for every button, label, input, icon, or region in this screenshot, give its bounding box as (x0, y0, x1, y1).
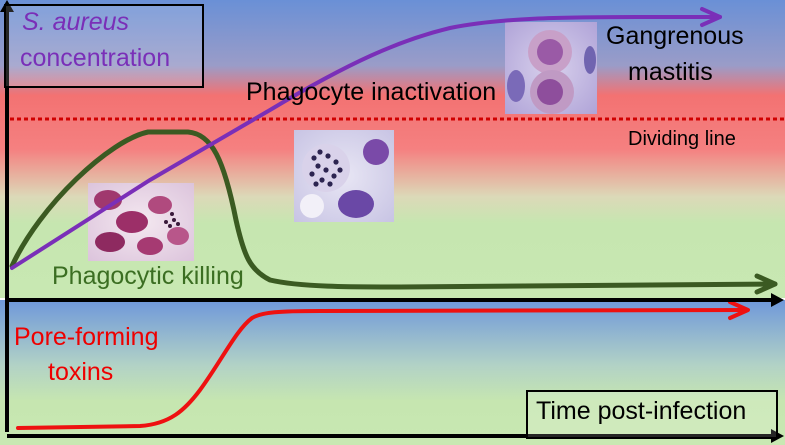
neutrophil-killing-micrograph (88, 183, 194, 261)
upper-x-axis-arrowhead (771, 293, 784, 307)
y-axis-label-species: S. aureus (22, 8, 130, 36)
x-axis-label-box (526, 390, 778, 439)
y-axis-label-quantity: concentration (20, 44, 171, 72)
lower-panel-background (0, 300, 785, 445)
gangrenous-mastitis-micrograph (505, 22, 597, 114)
y-axis-arrowhead (0, 0, 14, 12)
concentration-arrowhead (700, 7, 722, 27)
phagocytic-killing-label: Phagocytic killing (52, 262, 244, 290)
phagocytic-killing-arrowhead (754, 273, 778, 295)
phagocytic-killing-curve (9, 129, 778, 290)
y-axis-label-box (4, 4, 204, 88)
dividing-line-label: Dividing line (628, 128, 736, 150)
pore-forming-toxins-label-line2: toxins (48, 358, 114, 386)
pore-forming-toxins-arrowhead (728, 300, 750, 320)
phagocyte-inactivation-micrograph (294, 130, 394, 222)
phagocyte-inactivation-label: Phagocyte inactivation (246, 78, 497, 106)
gangrenous-mastitis-label-line2: mastitis (628, 58, 713, 86)
gangrenous-mastitis-label-line1: Gangrenous (606, 22, 744, 50)
pore-forming-toxins-curve (16, 308, 747, 430)
pore-forming-toxins-label-line1: Pore-forming (14, 323, 159, 351)
x-axis-label: Time post-infection (536, 397, 747, 425)
concentration-curve (10, 15, 722, 270)
